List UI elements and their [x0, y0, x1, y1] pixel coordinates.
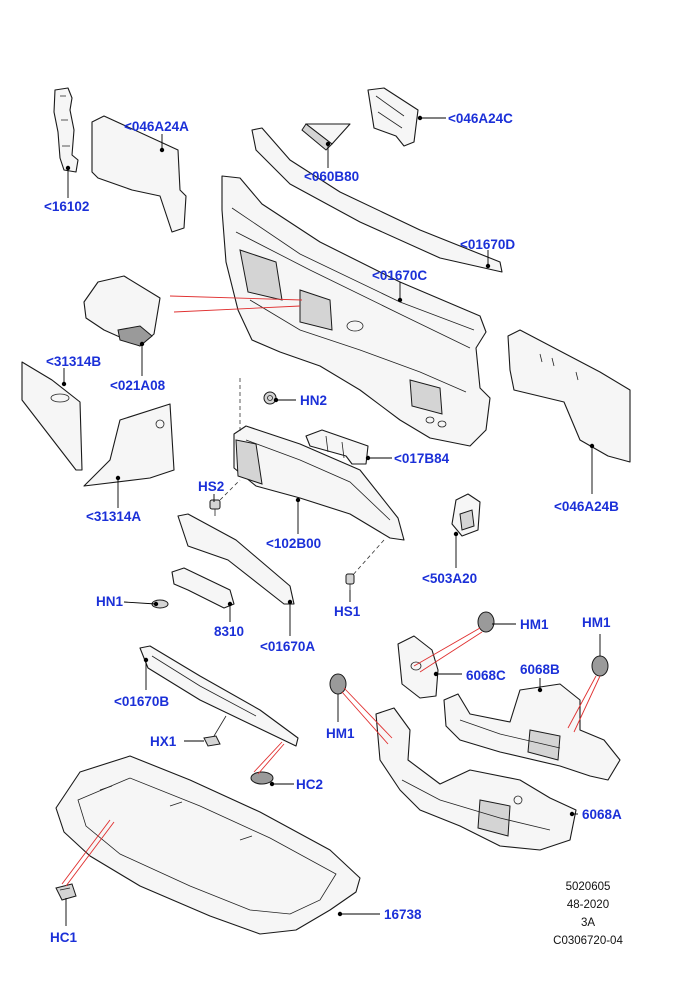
part-01670A-seal — [177, 513, 295, 605]
highlight-lines — [61, 295, 601, 887]
part-6068C-panel — [397, 635, 439, 699]
callout-8310: 8310 — [214, 624, 244, 639]
callout-HN2: HN2 — [300, 393, 327, 408]
callout-6068B: 6068B — [520, 662, 560, 677]
part-HM1-grommet-right — [591, 655, 609, 677]
callout-046A24B: <046A24B — [554, 499, 619, 514]
part-16738-tray — [55, 755, 361, 935]
part-01670C-bulkhead — [221, 175, 491, 447]
callout-31314A: <31314A — [86, 509, 141, 524]
reference-line-2: 48-2020 — [566, 899, 610, 911]
part-6068A-panel — [375, 707, 577, 851]
leader-lines — [61, 115, 601, 926]
part-HC1-clip — [55, 883, 77, 901]
part-31314B-panel — [21, 361, 83, 471]
part-HS2-screw — [209, 499, 221, 516]
callout-6068A: 6068A — [582, 807, 622, 822]
callout-31314B: <31314B — [46, 354, 101, 369]
part-102B00-module — [233, 425, 405, 541]
part-046A24A-panel — [91, 115, 187, 233]
reference-block: 5020605 48-2020 3A C0306720-04 — [528, 878, 648, 950]
callout-HS1: HS1 — [334, 604, 361, 619]
callout-16738: 16738 — [384, 907, 422, 922]
part-046A24B-panel — [507, 329, 631, 463]
callout-01670B: <01670B — [114, 694, 169, 709]
callout-021A08: <021A08 — [110, 378, 166, 393]
callout-HM1-right: HM1 — [582, 615, 611, 630]
part-HM1-grommet-upper — [477, 611, 495, 633]
part-503A20-bracket — [451, 493, 481, 537]
assembly-lines — [219, 378, 385, 577]
part-021A08-pan — [83, 275, 161, 347]
part-01670D-strip — [251, 127, 503, 273]
callout-HS2: HS2 — [198, 479, 224, 494]
callout-046A24C: <046A24C — [448, 111, 513, 126]
part-6068B-panel — [443, 683, 621, 781]
part-01670B-strip — [139, 645, 299, 747]
callout-060B80: <060B80 — [304, 169, 359, 184]
part-8310-bracket — [171, 567, 235, 609]
part-HC2-clip — [250, 771, 274, 785]
callout-HM1-left: HM1 — [326, 726, 355, 741]
part-HS1-stud — [345, 573, 355, 590]
callout-HN1: HN1 — [96, 594, 123, 609]
callout-HM1-upper: HM1 — [520, 617, 549, 632]
part-046A24C-bracket — [367, 87, 419, 147]
callout-102B00: <102B00 — [266, 536, 321, 551]
part-060B80-wedge — [301, 123, 351, 151]
callout-503A20: <503A20 — [422, 571, 477, 586]
reference-line-1: 5020605 — [565, 881, 611, 893]
part-16102-bracket — [53, 87, 79, 173]
part-31314A-panel — [83, 403, 175, 487]
callout-046A24A: <046A24A — [124, 119, 189, 134]
callout-01670D: <01670D — [460, 237, 515, 252]
reference-line-3: 3A — [580, 917, 596, 929]
part-017B84-bracket — [305, 429, 369, 465]
callout-16102: <16102 — [44, 199, 89, 214]
callout-HX1: HX1 — [150, 734, 177, 749]
part-HM1-grommet-left — [329, 673, 347, 695]
callout-HC1: HC1 — [50, 930, 77, 945]
callout-labels: <16102 <046A24A <060B80 <046A24C <01670D… — [44, 111, 622, 945]
callout-017B84: <017B84 — [394, 451, 450, 466]
callout-6068C: 6068C — [466, 668, 506, 683]
part-HX1-clip — [203, 715, 227, 747]
part-HN2-nut — [263, 391, 277, 405]
callout-01670A: <01670A — [260, 639, 315, 654]
reference-line-4: C0306720-04 — [553, 935, 623, 947]
callout-01670C: <01670C — [372, 268, 427, 283]
callout-HC2: HC2 — [296, 777, 323, 792]
